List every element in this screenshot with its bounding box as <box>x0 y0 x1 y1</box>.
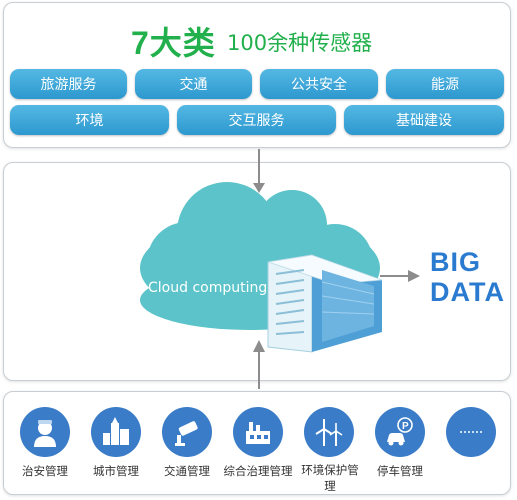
category-count-title: 7大类 <box>131 25 216 61</box>
arrow-down-line <box>258 149 260 183</box>
wind-turbine-icon <box>304 407 354 457</box>
category-interactive-service: 交互服务 <box>177 105 336 135</box>
server-building-icon <box>267 254 383 353</box>
category-infrastructure: 基础建设 <box>344 105 504 135</box>
arrow-up-from-apps <box>253 340 265 389</box>
sensor-count-subtitle: 100余种传感器 <box>227 31 373 55</box>
police-icon <box>20 407 70 457</box>
big-data-label-line2: DATA <box>430 277 505 307</box>
city-icon <box>91 407 141 457</box>
category-public-safety: 公共安全 <box>260 69 378 99</box>
app-label-comprehensive-management: 综合治理管理 <box>223 464 293 478</box>
more-icon <box>446 407 496 457</box>
cloud-computing-label: Cloud computing <box>148 280 268 296</box>
arrow-down-head <box>253 183 265 193</box>
camera-icon <box>162 407 212 457</box>
category-traffic: 交通 <box>135 69 252 99</box>
arrow-right-to-big-data <box>380 270 420 282</box>
factory-icon <box>233 407 283 457</box>
big-data-label-line1: BIG <box>430 247 482 277</box>
app-label-environment-protection: 环境保护管理 <box>301 463 359 493</box>
app-label-public-security: 治安管理 <box>22 464 68 478</box>
app-label-parking-management: 停车管理 <box>377 464 423 478</box>
svg-text:P: P <box>402 421 409 432</box>
app-label-city-management: 城市管理 <box>93 464 139 478</box>
app-label-traffic-management: 交通管理 <box>164 464 210 478</box>
parking-icon: P <box>375 407 425 457</box>
category-energy: 能源 <box>386 69 504 99</box>
category-tourism-service: 旅游服务 <box>10 69 127 99</box>
category-environment: 环境 <box>10 105 169 135</box>
